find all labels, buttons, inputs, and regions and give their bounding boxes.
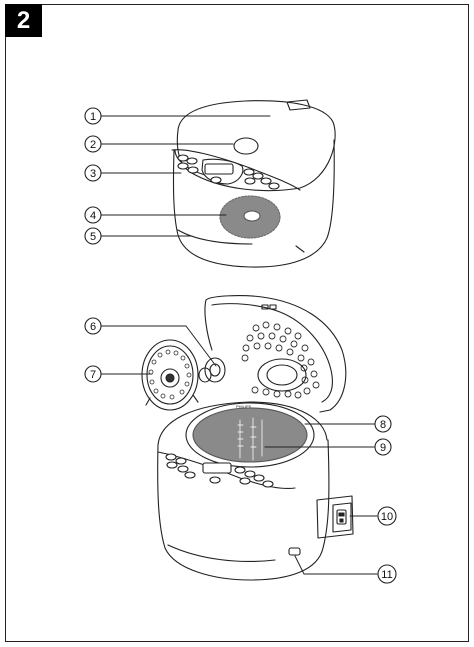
callout-11-label: 11 <box>381 569 392 581</box>
callout-11: 11 <box>377 564 397 584</box>
callout-10: 10 <box>377 506 397 526</box>
cooker-open-drawing <box>141 295 354 581</box>
callout-8: 8 <box>374 415 392 433</box>
callout-1-label: 1 <box>90 111 96 123</box>
callout-4: 4 <box>84 206 102 224</box>
callout-1: 1 <box>84 107 102 125</box>
page-frame <box>5 4 469 642</box>
callout-9-label: 9 <box>380 442 386 454</box>
callouts: 1 2 3 4 5 6 7 8 <box>84 107 397 584</box>
callout-6-label: 6 <box>90 321 96 333</box>
callout-3: 3 <box>84 164 102 182</box>
callout-2: 2 <box>84 135 102 153</box>
callout-4-label: 4 <box>90 210 96 222</box>
cooker-closed-drawing <box>171 99 336 268</box>
callout-5-label: 5 <box>90 231 96 243</box>
callout-3-label: 3 <box>90 168 96 180</box>
callout-7: 7 <box>84 365 102 383</box>
pot-brand-text: PHILIPS <box>236 404 252 409</box>
page-number-badge: 2 <box>5 4 42 37</box>
leader-lines <box>100 115 378 575</box>
page-number: 2 <box>16 6 31 34</box>
callout-8-label: 8 <box>380 419 386 431</box>
callout-2-label: 2 <box>90 139 96 151</box>
callout-9: 9 <box>374 438 392 456</box>
callout-10-label: 10 <box>381 511 393 523</box>
callout-6: 6 <box>84 317 102 335</box>
callout-5: 5 <box>84 227 102 245</box>
callout-7-label: 7 <box>90 369 96 381</box>
